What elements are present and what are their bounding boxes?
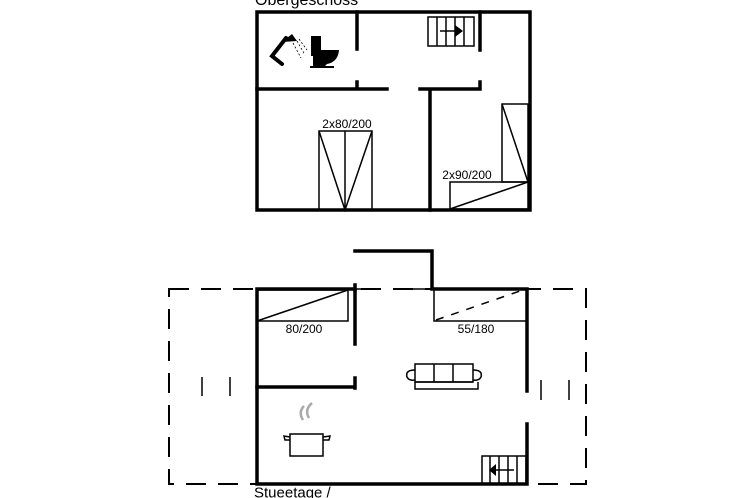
upper-outer-walls: [255, 10, 532, 212]
stairs-icon: [427, 16, 475, 47]
ground-outer-walls: [255, 249, 529, 486]
bed-2x90-200: [449, 103, 529, 210]
bed-55-180: [433, 290, 527, 322]
toilet-icon: [310, 36, 339, 68]
bed-80-200: [256, 289, 349, 322]
terrace-outline: [168, 288, 587, 485]
bed-label: 2x80/200: [322, 117, 372, 131]
ground-floor-title: Stueetage /: [254, 485, 332, 498]
upper-interior-walls: [255, 10, 482, 212]
cooking-pot-icon: [282, 402, 331, 457]
ground-floor: 80/200 55/180: [168, 249, 587, 486]
upper-floor-title: Obergeschoss: [255, 0, 358, 9]
upper-floor: 2x80/200 2x90/200: [255, 10, 532, 213]
bed-2x80-200: [318, 130, 373, 213]
stairs-icon: [481, 455, 527, 485]
shower-icon: [269, 34, 308, 66]
ground-title-backdrop: [252, 486, 362, 498]
bed-label: 55/180: [458, 322, 495, 336]
terrace-markers: [201, 377, 570, 400]
ground-interior-walls: [255, 288, 357, 390]
sofa-icon: [405, 363, 483, 390]
bed-label: 80/200: [286, 322, 323, 336]
bed-label: 2x90/200: [442, 168, 492, 182]
